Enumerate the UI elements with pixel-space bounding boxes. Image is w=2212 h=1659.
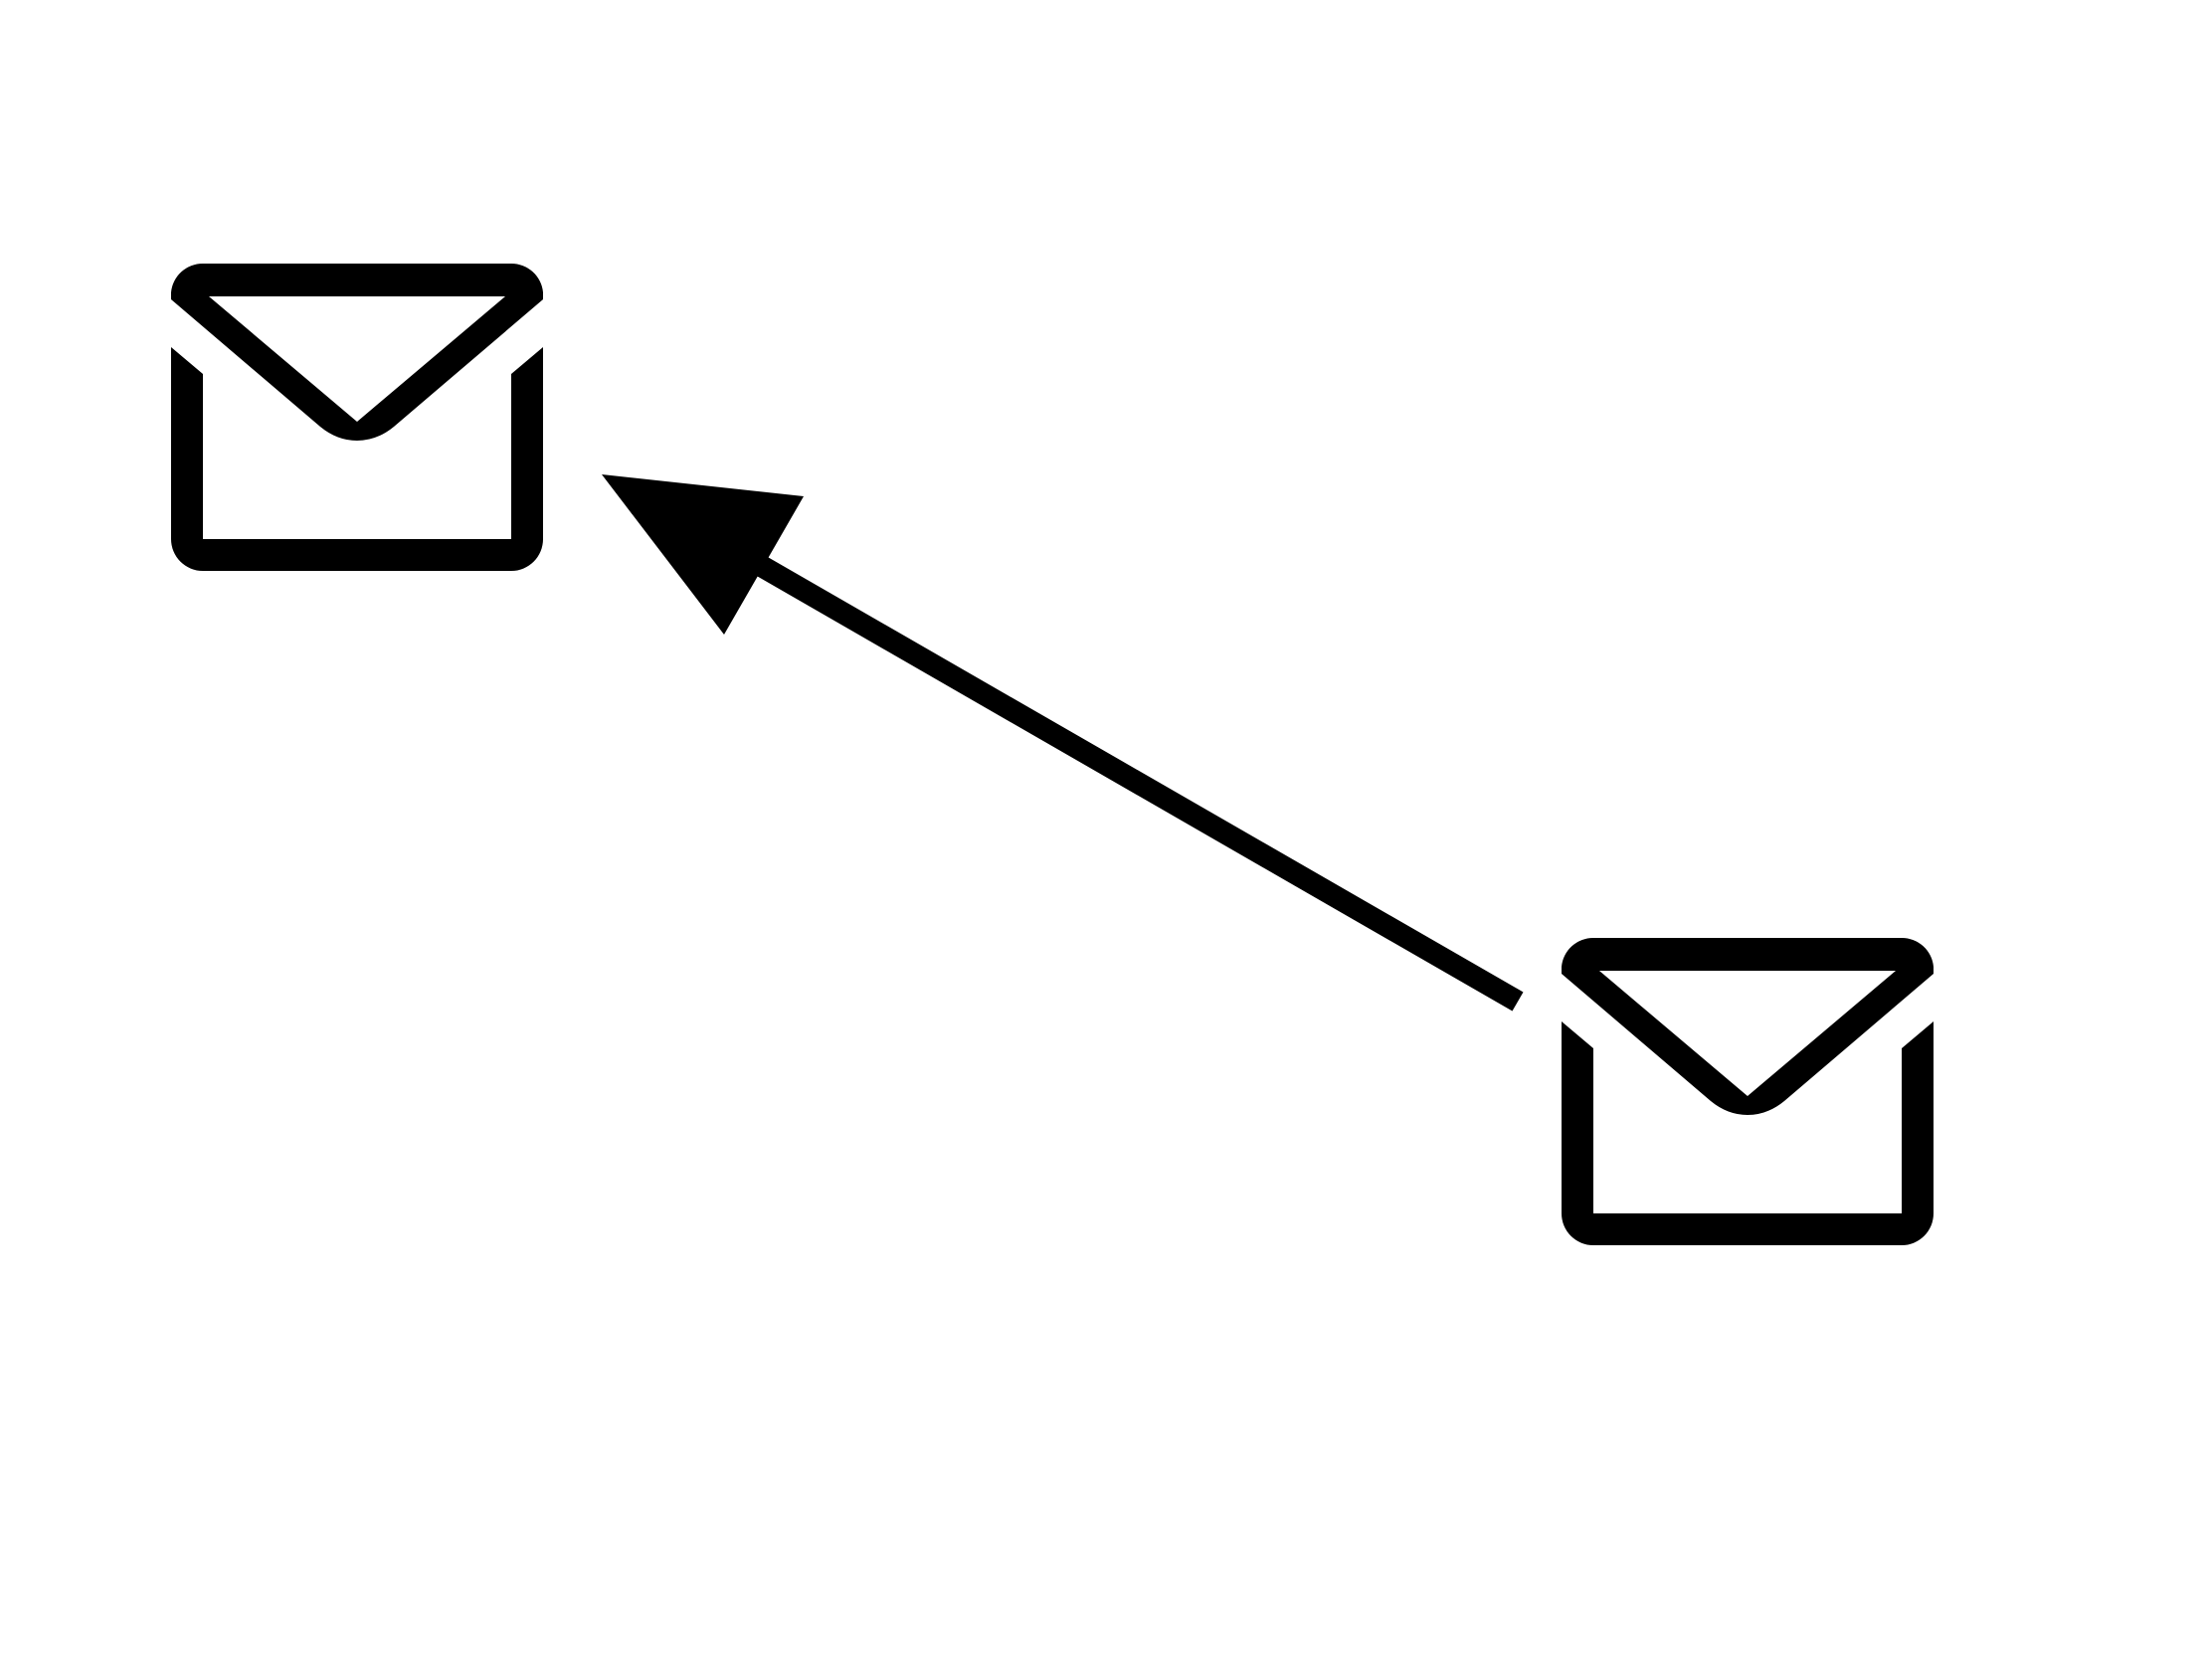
edge-line	[738, 546, 1524, 1012]
arrowhead-icon	[602, 474, 804, 635]
envelope-icon[interactable]	[171, 263, 543, 571]
envelope-icon[interactable]	[1562, 937, 1934, 1245]
edge-arrow	[602, 474, 1524, 1012]
